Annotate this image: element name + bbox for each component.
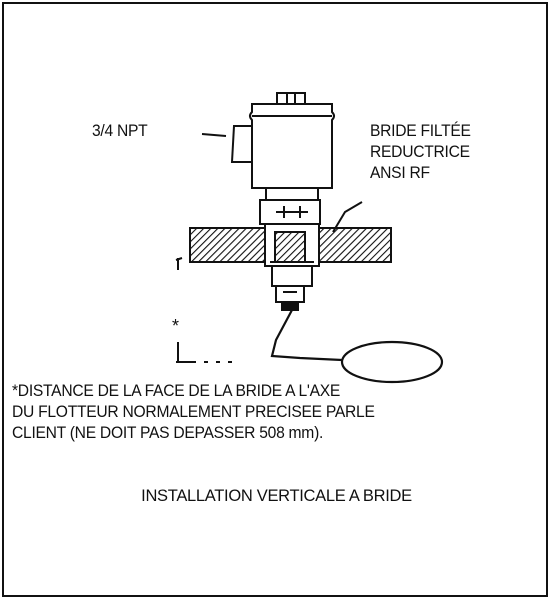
distance-note: *DISTANCE DE LA FACE DE LA BRIDE A L'AXE… <box>12 380 375 443</box>
float <box>340 340 444 384</box>
switch-housing <box>249 92 335 189</box>
figure-caption: INSTALLATION VERTICALE A BRIDE <box>141 487 412 505</box>
diagram-frame <box>2 2 548 597</box>
adapter-neck <box>259 187 321 225</box>
note-line: DU FLOTTEUR NORMALEMENT PRECISEE PARLE <box>12 402 375 421</box>
dimension-line <box>175 257 232 363</box>
flange-leader <box>332 201 363 233</box>
switch-stem <box>271 265 313 311</box>
dimension-marker: * <box>172 316 179 336</box>
flange-label-line: BRIDE FILTÉE <box>370 121 471 140</box>
npt-conduit <box>201 125 252 163</box>
npt-label: 3/4 NPT <box>92 121 148 140</box>
flange-label: BRIDE FILTÉE REDUCTRICE ANSI RF <box>370 120 471 183</box>
float-arm <box>270 309 343 362</box>
note-line: *DISTANCE DE LA FACE DE LA BRIDE A L'AXE <box>12 381 341 400</box>
flange-label-line: ANSI RF <box>370 163 430 182</box>
flange-label-line: REDUCTRICE <box>370 142 470 161</box>
reducing-flange <box>189 223 392 267</box>
note-line: CLIENT (NE DOIT PAS DEPASSER 508 mm). <box>12 423 324 442</box>
